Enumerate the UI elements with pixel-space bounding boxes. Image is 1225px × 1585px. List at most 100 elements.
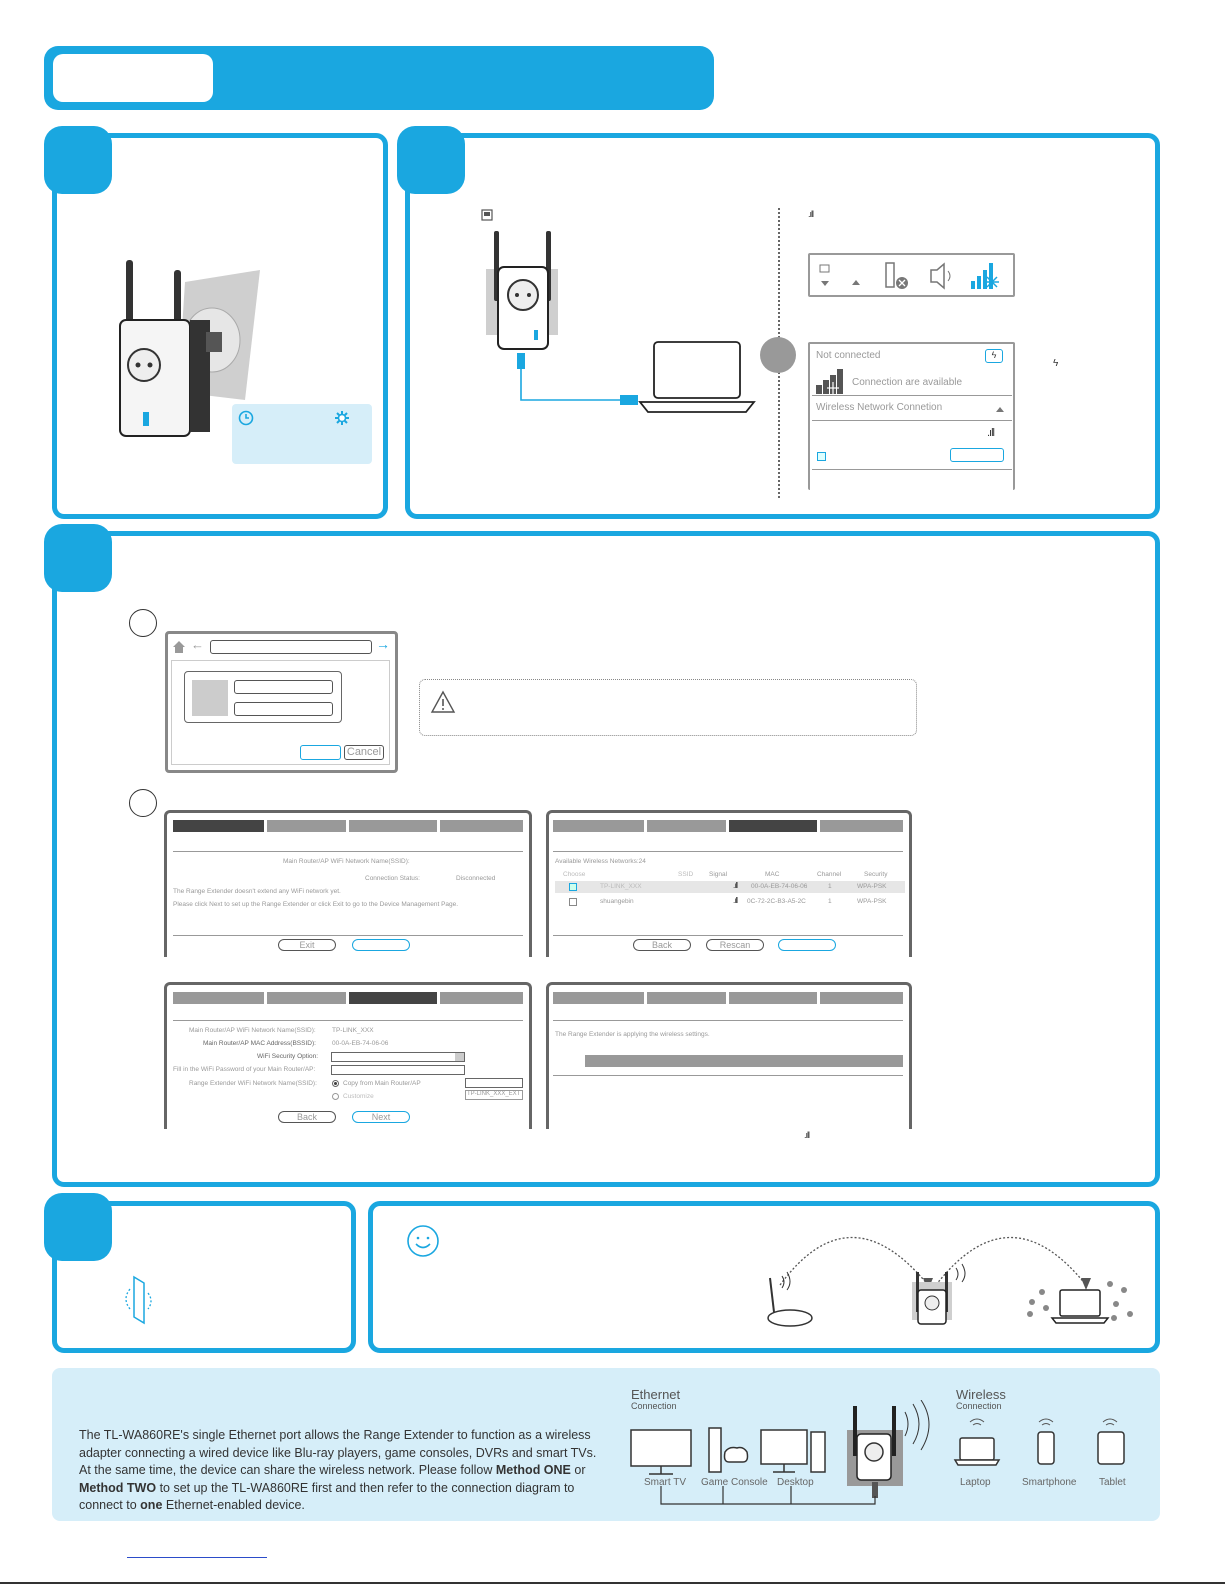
device-label-tablet: Tablet	[1099, 1477, 1126, 1488]
wired-devices-diagram	[630, 1400, 930, 1505]
s2-back-button[interactable]: Back	[633, 939, 691, 951]
config-screen-3	[164, 982, 532, 1129]
wireless-devices-diagram	[953, 1418, 1125, 1466]
login-dialog	[171, 660, 390, 765]
s1-next-button[interactable]	[352, 939, 410, 951]
device-label-desktop: Desktop	[777, 1477, 814, 1488]
customize-input[interactable]	[465, 1090, 523, 1100]
extender-laptop-illustration	[486, 231, 756, 413]
row-ssid: shuangebin	[600, 898, 634, 905]
desc-line-1: The TL-WA860RE's single Ethernet port al…	[79, 1428, 591, 1442]
login-ok-button[interactable]	[300, 745, 341, 760]
tab-2	[647, 992, 726, 1004]
ethernet-sub: Connection	[631, 1401, 677, 1411]
copy-radio[interactable]	[332, 1080, 339, 1087]
desc-line-4: Method TWO to set up the TL-WA860RE firs…	[79, 1480, 575, 1495]
signal-icon: .ıll	[804, 1130, 810, 1140]
one-text: one	[140, 1498, 163, 1512]
method-one-text: Method ONE	[495, 1463, 571, 1477]
s2-header-ssid: SSID	[678, 871, 694, 878]
refresh-button[interactable]: ϟ	[985, 349, 1003, 363]
s1-status-label: Connection Status:	[365, 875, 420, 882]
connect-button[interactable]	[950, 448, 1004, 462]
address-bar[interactable]	[210, 640, 372, 654]
s3-back-button[interactable]: Back	[278, 1111, 336, 1123]
security-select[interactable]	[331, 1052, 465, 1062]
led-info-box	[232, 404, 372, 464]
s2-available: Available Wireless Networks:24	[555, 858, 646, 865]
s2-header-mac: MAC	[765, 871, 780, 878]
go-arrow-icon[interactable]: →	[376, 636, 390, 652]
back-arrow-icon[interactable]: ←	[191, 637, 204, 652]
s3-mac-label: Main Router/AP MAC Address(BSSID):	[203, 1040, 316, 1047]
row-checkbox[interactable]	[569, 898, 577, 906]
connections-available-label: Connection are available	[852, 377, 963, 388]
copy-input[interactable]	[465, 1078, 523, 1088]
password-input[interactable]	[331, 1065, 465, 1075]
smiley-icon	[407, 1225, 439, 1257]
table-row[interactable]	[555, 881, 905, 893]
warning-box	[419, 679, 917, 736]
tab-2	[267, 820, 346, 832]
tab-3	[729, 820, 817, 832]
tab-3	[349, 992, 437, 1004]
popup-divider	[812, 395, 1012, 396]
header-tab	[53, 54, 213, 102]
s1-exit-button[interactable]: Exit	[278, 939, 336, 951]
login-fieldset	[184, 671, 342, 723]
collapse-arrow-icon[interactable]	[995, 405, 1005, 413]
login-window	[165, 631, 398, 773]
device-label-laptop: Laptop	[960, 1477, 991, 1488]
clock-icon	[238, 410, 254, 426]
tray-icons	[819, 262, 999, 290]
gear-icon	[335, 411, 349, 425]
s3-next-button[interactable]: Next	[352, 1111, 410, 1123]
step2-badge	[397, 126, 465, 194]
s1-status-value: Disconnected	[456, 875, 496, 882]
tab-3	[729, 992, 817, 1004]
s2-next-button[interactable]	[778, 939, 836, 951]
footer-line	[0, 1582, 1225, 1584]
select-arrow[interactable]	[455, 1053, 464, 1061]
warning-icon	[430, 690, 456, 713]
substep-b-circle	[129, 789, 157, 817]
row-signal-icon: .ıll	[733, 896, 738, 905]
extender-wall-illustration	[119, 260, 260, 437]
s3-customize-option: Customize	[343, 1093, 374, 1100]
s3-ssid-label: Main Router/AP WiFi Network Name(SSID):	[189, 1027, 316, 1034]
s2-line	[553, 851, 903, 852]
row-checkbox[interactable]	[569, 883, 577, 891]
desc-line-3: At the same time, the device can share t…	[79, 1463, 586, 1477]
desc-line-2: adapter connecting a wired device like B…	[79, 1445, 597, 1460]
s2-line-2	[553, 935, 903, 936]
device-label-smartphone: Smartphone	[1022, 1477, 1077, 1488]
s1-msg2: Please click Next to set up the Range Ex…	[173, 901, 459, 908]
s3-re-ssid-label: Range Extender WiFi Network Name(SSID):	[189, 1080, 317, 1087]
login-cancel-button[interactable]: Cancel	[344, 745, 384, 760]
signal-bars-icon	[816, 369, 843, 394]
s1-line	[173, 851, 523, 852]
customize-radio[interactable]	[332, 1093, 339, 1100]
tab-2	[267, 992, 346, 1004]
s2-header-choose: Choose	[563, 871, 586, 878]
coverage-diagram	[767, 1237, 1133, 1327]
row-signal-icon: .ıll	[733, 881, 738, 890]
footer-link-underline[interactable]	[127, 1557, 267, 1558]
tab-1	[553, 992, 644, 1004]
auto-connect-checkbox[interactable]	[817, 452, 826, 461]
popup-divider-2	[812, 420, 1012, 421]
tab-1	[173, 992, 264, 1004]
relocate-icon	[125, 1275, 152, 1325]
home-icon[interactable]	[172, 640, 186, 654]
wireless-connection-label: Wireless Network Connetion	[816, 402, 943, 413]
s1-line-2	[173, 935, 523, 936]
s2-rescan-button[interactable]: Rescan	[706, 939, 764, 951]
wireless-sub: Connection	[956, 1401, 1002, 1411]
s2-header-security: Security	[864, 871, 888, 878]
row-channel: 1	[828, 883, 832, 890]
device-label-game-console: Game Console	[701, 1477, 768, 1488]
row-security: WPA-PSK	[857, 883, 887, 890]
password-field[interactable]	[234, 702, 333, 716]
username-field[interactable]	[234, 680, 333, 694]
wifi-popup	[808, 342, 1015, 490]
